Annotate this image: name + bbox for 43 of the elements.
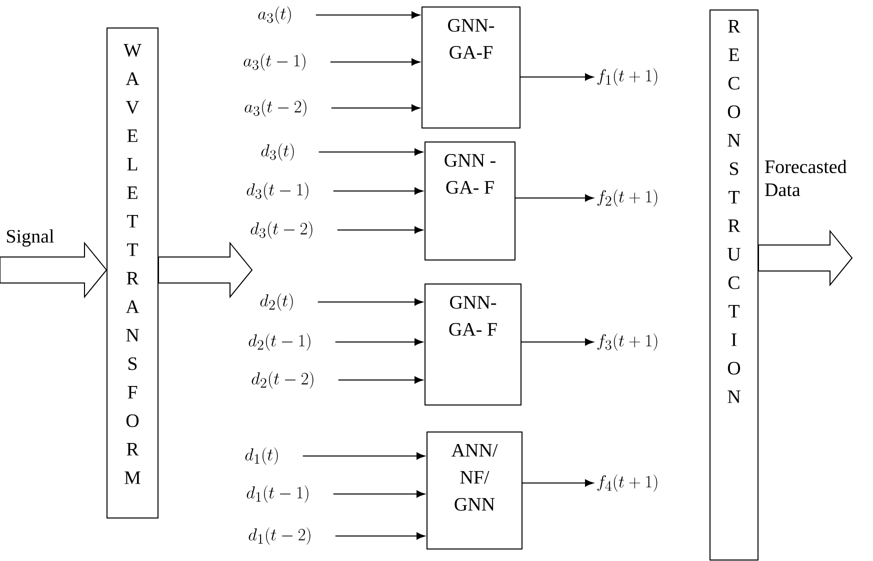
model-box: GNN - GA- F bbox=[424, 142, 516, 260]
arrow bbox=[330, 104, 420, 112]
input-label: $d_{1}(t-2)$ bbox=[248, 527, 310, 545]
edge-label: Signal bbox=[7, 229, 54, 247]
output-label: $f_{2}(t+1)$ bbox=[597, 189, 658, 207]
arrow bbox=[332, 187, 424, 195]
model-box: GNN- GA-F bbox=[422, 6, 520, 128]
arrow bbox=[317, 298, 424, 306]
output-label: $f_{1}(t+1)$ bbox=[597, 68, 658, 86]
arrow bbox=[515, 194, 594, 202]
input-label: $a_{3}(t-1)$ bbox=[244, 53, 306, 71]
vertical-text-box: WAVELET TRANSFORM bbox=[106, 28, 158, 518]
edge-label: Forecasted Data bbox=[765, 160, 847, 196]
vertical-text-box: RECONSTRUCTION bbox=[710, 10, 758, 560]
arrow bbox=[338, 376, 424, 384]
model-box: GNN- GA- F bbox=[424, 284, 522, 406]
input-label: $d_{3}(t-2)$ bbox=[250, 221, 312, 239]
block-arrow bbox=[758, 230, 853, 286]
input-label: $d_{2}(t-2)$ bbox=[252, 371, 314, 389]
arrow bbox=[330, 58, 420, 66]
arrow bbox=[315, 11, 420, 19]
output-label: $f_{4}(t+1)$ bbox=[597, 474, 658, 492]
input-label: $a_{3}(t)$ bbox=[258, 6, 291, 24]
arrow bbox=[522, 479, 594, 487]
input-label: $d_{3}(t-1)$ bbox=[246, 182, 308, 200]
arrow bbox=[334, 532, 426, 540]
input-label: $d_{3}(t)$ bbox=[261, 143, 294, 161]
output-label: $f_{3}(t+1)$ bbox=[597, 333, 658, 351]
arrow bbox=[521, 338, 594, 346]
input-label: $d_{2}(t)$ bbox=[260, 293, 293, 311]
arrow bbox=[336, 226, 424, 234]
input-label: $a_{3}(t-2)$ bbox=[244, 99, 306, 117]
block-arrow bbox=[158, 242, 253, 298]
input-label: $d_{2}(t-1)$ bbox=[248, 333, 310, 351]
input-label: $d_{1}(t-1)$ bbox=[246, 485, 308, 503]
model-box: ANN/ NF/ GNN bbox=[426, 432, 522, 550]
input-label: $d_{1}(t)$ bbox=[245, 447, 278, 465]
arrow bbox=[334, 338, 424, 346]
arrow bbox=[302, 452, 426, 460]
arrow bbox=[520, 73, 594, 81]
arrow bbox=[332, 490, 426, 498]
arrow bbox=[318, 148, 424, 156]
block-arrow bbox=[0, 242, 108, 298]
